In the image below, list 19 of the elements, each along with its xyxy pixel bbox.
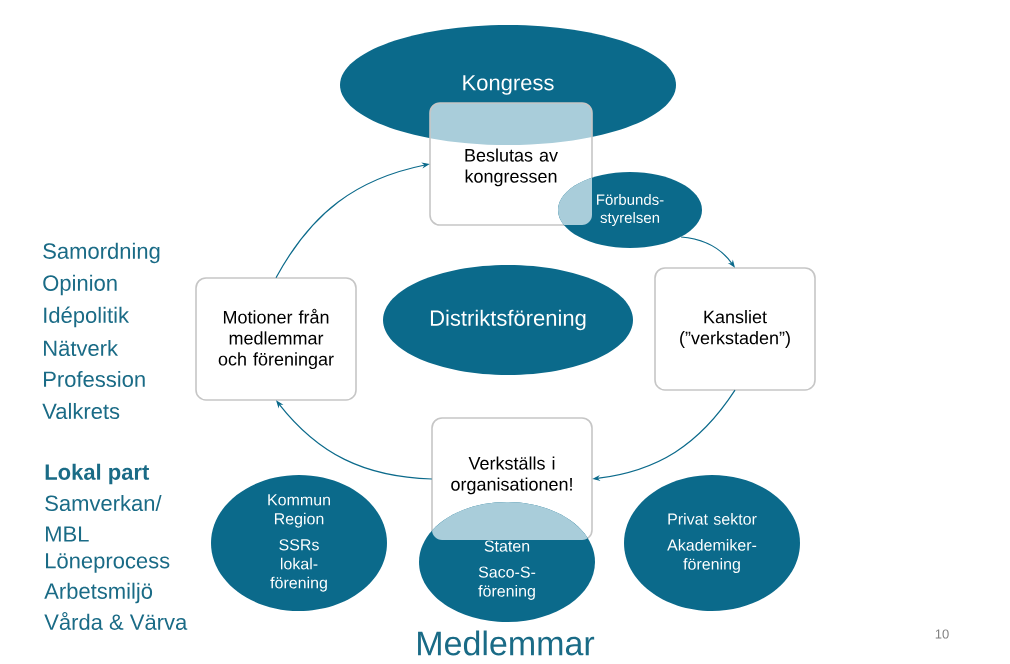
page-number: 10 — [935, 629, 949, 639]
list-item: Arbetsmiljö — [44, 582, 153, 604]
title-text: Medlemmar — [418, 630, 595, 656]
curved-arrow — [276, 400, 433, 480]
list-item: Valkrets — [42, 402, 120, 420]
node-label: Beslutas av kongressen — [465, 148, 558, 187]
list-item: Idépolitik — [44, 306, 130, 328]
rounded-box: Motioner från medlemmar och föreningar — [195, 277, 357, 401]
list-item: MBL — [46, 526, 89, 542]
list-item: Samordning — [43, 242, 160, 264]
list-item: Löneprocess — [46, 553, 170, 573]
list-item: Samverkan/ — [45, 494, 162, 512]
list-item: Opinion — [43, 274, 117, 296]
list-item: Nätverk — [44, 339, 119, 357]
heading-label: Lokal part — [45, 463, 150, 485]
rounded-box: Beslutas av kongressen — [429, 102, 593, 226]
rounded-box: Kansliet (”verkstaden”) — [654, 267, 816, 391]
list-item: Profession — [44, 370, 145, 388]
list-item: Vårda & Värva — [44, 612, 188, 630]
